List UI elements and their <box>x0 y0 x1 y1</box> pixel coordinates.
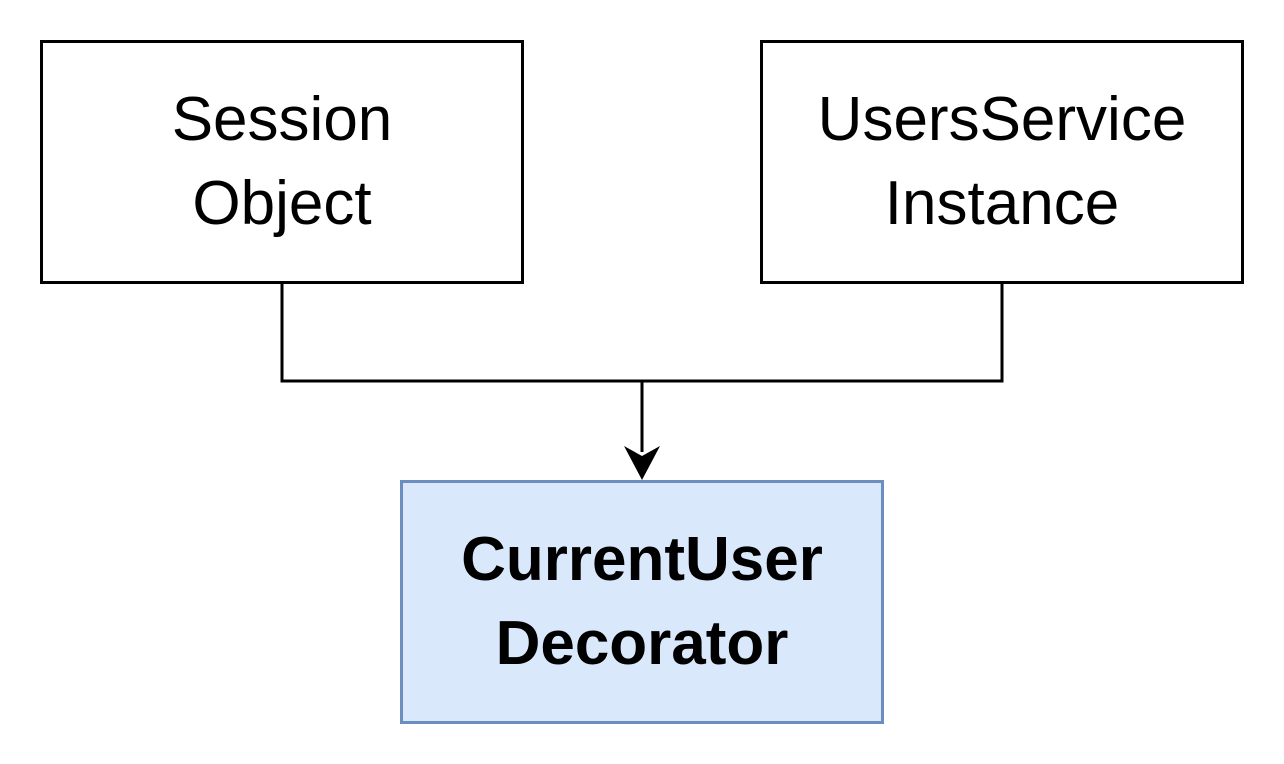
connector-session <box>280 284 642 383</box>
node-label-line-1: UsersService <box>817 85 1187 154</box>
session-object-node[interactable]: Session Object <box>40 40 524 284</box>
node-label-line-1: CurrentUser <box>461 525 823 594</box>
node-label-line-1: Session <box>171 85 393 154</box>
node-label-line-2: Decorator <box>495 609 789 678</box>
current-user-decorator-node[interactable]: CurrentUser Decorator <box>400 480 884 724</box>
connector-users <box>642 284 1004 383</box>
users-service-node[interactable]: UsersService Instance <box>760 40 1244 284</box>
node-label-line-2: Instance <box>884 169 1120 238</box>
node-label-line-2: Object <box>192 169 372 238</box>
arrowhead-icon <box>624 446 660 480</box>
